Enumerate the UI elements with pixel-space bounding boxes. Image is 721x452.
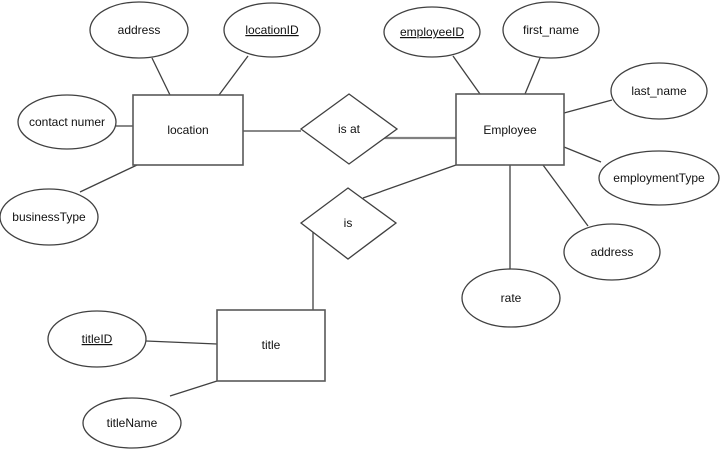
relationship-is-at-diamond <box>299 93 399 165</box>
attribute-employee-address-ellipse <box>563 223 661 281</box>
attribute-rate-label: rate <box>501 291 522 305</box>
entity-title-box <box>216 309 326 382</box>
connector-businesstype-location <box>79 164 138 193</box>
attribute-location-address-label: address <box>118 23 161 37</box>
entity-employee-label: Employee <box>483 123 537 137</box>
attribute-employmenttype-label: employmentType <box>613 171 705 185</box>
attribute-rate: rate <box>461 268 561 328</box>
attribute-last-name-ellipse <box>610 62 708 120</box>
attribute-employeeid-label: employeeID <box>400 25 464 39</box>
attribute-titleid-ellipse <box>47 310 147 368</box>
connector-firstname-employee <box>524 57 541 95</box>
attribute-location-address-ellipse <box>89 1 189 59</box>
attribute-employee-address: address <box>563 223 661 281</box>
connector-titleid-title <box>145 340 218 345</box>
attribute-employeeid: employeeID <box>383 6 481 58</box>
entity-location-box <box>132 94 244 166</box>
entity-location: location <box>132 94 244 166</box>
relationship-is: is <box>299 187 398 260</box>
attribute-last-name-label: last_name <box>631 84 687 98</box>
attribute-employee-address-label: address <box>591 245 634 259</box>
connector-employee-is <box>362 164 457 199</box>
attribute-employmenttype-ellipse <box>598 150 720 206</box>
attribute-location-address: address <box>89 1 189 59</box>
relationship-is-at: is at <box>299 93 399 165</box>
attribute-contact-numer-label: contact numer <box>29 115 105 129</box>
connector-locationid-location <box>218 55 249 96</box>
relationship-is-at-label: is at <box>338 122 361 136</box>
relationship-is-label: is <box>344 216 353 230</box>
attribute-titleid-label: titleID <box>82 332 113 346</box>
attribute-businesstype-label: businessType <box>12 210 86 224</box>
attribute-contact-numer: contact numer <box>17 94 117 150</box>
connector-employeeid-employee <box>452 55 481 95</box>
relationship-is-diamond <box>299 187 398 260</box>
attribute-locationid-label: locationID <box>245 23 299 37</box>
attribute-titlename-ellipse <box>82 397 182 449</box>
connector-address2-employee <box>542 164 589 227</box>
entity-employee-box <box>455 93 565 166</box>
attribute-first-name-label: first_name <box>523 23 579 37</box>
entity-title-label: title <box>262 338 281 352</box>
attribute-last-name: last_name <box>610 62 708 120</box>
attribute-businesstype: businessType <box>0 188 99 246</box>
attribute-first-name-ellipse <box>502 1 600 59</box>
attribute-locationid-ellipse <box>223 2 321 58</box>
attribute-locationid: locationID <box>223 2 321 58</box>
connector-lastname-employee <box>563 99 613 114</box>
entity-title: title <box>216 309 326 382</box>
connector-titlename-title <box>169 380 218 397</box>
attribute-employeeid-ellipse <box>383 6 481 58</box>
attribute-businesstype-ellipse <box>0 188 99 246</box>
attribute-contact-numer-ellipse <box>17 94 117 150</box>
attribute-first-name: first_name <box>502 1 600 59</box>
entity-employee: Employee <box>455 93 565 166</box>
attribute-titlename: titleName <box>82 397 182 449</box>
attribute-titlename-label: titleName <box>107 416 158 430</box>
attribute-titleid: titleID <box>47 310 147 368</box>
entity-location-label: location <box>167 123 208 137</box>
attribute-rate-ellipse <box>461 268 561 328</box>
connector-employmenttype-employee <box>563 146 602 163</box>
attribute-employmenttype: employmentType <box>598 150 720 206</box>
connectors <box>79 55 613 397</box>
connector-address-location <box>151 57 171 96</box>
